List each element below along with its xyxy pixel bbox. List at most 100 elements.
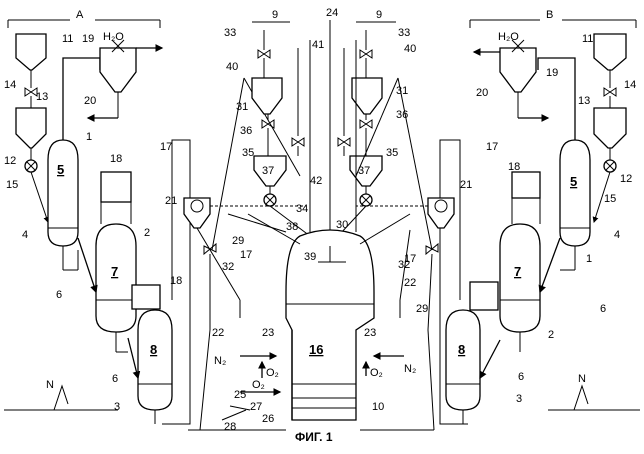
ref-33-right: 33 [398, 27, 410, 39]
ref-20-right: 20 [476, 87, 488, 99]
ref-32-left: 32 [222, 261, 234, 273]
scrubber-20-right [500, 48, 536, 92]
ref-27: 27 [250, 401, 262, 413]
riser-7-left [101, 172, 131, 202]
ref-11-left: 11 [62, 33, 73, 45]
ref-18-left-a: 18 [110, 153, 122, 165]
vessel-number-5-right: 5 [570, 174, 577, 189]
oxygen-label-left-lower: O₂ [252, 379, 265, 391]
ref-31-right: 31 [396, 85, 408, 97]
hopper-31-left [252, 78, 282, 114]
figure-caption: ФИГ. 1 [295, 430, 333, 444]
valve-32-right [426, 244, 438, 254]
ref-20-left: 20 [84, 95, 96, 107]
ref-19-right: 19 [546, 67, 558, 79]
ref-9-left: 9 [272, 9, 278, 21]
ref-32-right: 32 [398, 259, 410, 271]
ref-37-right: 37 [358, 165, 370, 177]
ref-21-left: 21 [165, 195, 177, 207]
nitrogen-label-left: N₂ [214, 355, 226, 367]
group-b-bracket [470, 20, 636, 28]
valve-33-left [258, 50, 270, 58]
ref-40-right: 40 [404, 43, 416, 55]
ref-4-left: 4 [22, 229, 28, 241]
vessel-number-8-right: 8 [458, 342, 465, 357]
ref-26: 26 [262, 413, 274, 425]
valve-36-left [262, 120, 274, 128]
ref-37-left: 37 [262, 165, 274, 177]
ref-23-left: 23 [262, 327, 274, 339]
feed-hopper-upper-left [16, 34, 46, 70]
riser-7-right [512, 172, 540, 198]
ref-29-right: 29 [416, 303, 428, 315]
ref-36-left: 36 [240, 125, 252, 137]
riser-8-left [132, 285, 160, 309]
central-unit: 9 24 9 [248, 7, 416, 420]
vessel-number-5-left: 5 [57, 162, 64, 177]
vessel-8-right [446, 310, 480, 410]
group-a-label: А [76, 9, 84, 21]
water-label-left: H₂O [103, 31, 124, 43]
oxygen-label-left-upper: O₂ [266, 367, 279, 379]
vessel-number-8-left: 8 [150, 342, 157, 357]
ref-35-right: 35 [386, 147, 398, 159]
valve-32-left [204, 244, 216, 254]
ref-33-left: 33 [224, 27, 236, 39]
ref-4-right: 4 [614, 229, 620, 241]
ref-6-left-b: 6 [112, 373, 118, 385]
valve-14-right [604, 88, 616, 96]
ref-18-right: 18 [508, 161, 520, 173]
ref-9-right: 9 [376, 9, 382, 21]
ref-13-left: 13 [36, 91, 48, 103]
feed-hopper-lower-left [16, 108, 46, 148]
ref-23-right: 23 [364, 327, 376, 339]
ref-6-right-a: 6 [600, 303, 606, 315]
ref-38: 38 [286, 221, 298, 233]
ref-3-left: 3 [114, 401, 120, 413]
vessel-8-left [138, 310, 172, 410]
feed-hopper-upper-right [594, 34, 626, 70]
ref-22-left: 22 [212, 327, 224, 339]
ref-12-left: 12 [4, 155, 16, 167]
ref-35-left: 35 [242, 147, 254, 159]
vessel-5-left [48, 140, 78, 246]
ref-36-right: 36 [396, 109, 408, 121]
valve-42-left [292, 138, 304, 146]
oxygen-label-right: O₂ [370, 367, 383, 379]
ref-14-left: 14 [4, 79, 16, 91]
ref-21-right: 21 [460, 179, 472, 191]
ref-31-left: 31 [236, 101, 248, 113]
vessel-number-7-right: 7 [514, 264, 521, 279]
group-a-bracket [8, 20, 160, 28]
vessel-number-16: 16 [309, 342, 323, 357]
ref-2-right: 2 [548, 329, 554, 341]
ref-39: 39 [304, 251, 316, 263]
ref-15-right: 15 [604, 193, 616, 205]
ref-30: 30 [336, 219, 348, 231]
ground-label-left: N [46, 379, 54, 391]
ref-2-left: 2 [144, 227, 150, 239]
ref-24: 24 [326, 7, 338, 19]
water-label-right: H₂O [498, 31, 519, 43]
ref-34: 34 [296, 203, 308, 215]
ref-11-right: 11 [582, 33, 593, 45]
scrubber-20-left [100, 48, 136, 92]
ref-3-right: 3 [516, 393, 522, 405]
feed-hopper-lower-right [594, 108, 626, 148]
ref-13-right: 13 [578, 95, 590, 107]
ref-41: 41 [312, 39, 324, 51]
vessel-number-7-left: 7 [111, 264, 118, 279]
vessel-5-right [560, 140, 590, 246]
ref-29-left: 29 [232, 235, 244, 247]
ref-17-left-b: 17 [240, 249, 252, 261]
ref-28: 28 [224, 421, 236, 433]
ref-1-right: 1 [586, 253, 592, 265]
group-b-label: В [546, 9, 553, 21]
valve-42-right [338, 138, 350, 146]
ref-18-left-b: 18 [170, 275, 182, 287]
left-unit: А H₂O [4, 9, 306, 430]
ground-label-right: N [578, 373, 586, 385]
ref-10: 10 [372, 401, 384, 413]
